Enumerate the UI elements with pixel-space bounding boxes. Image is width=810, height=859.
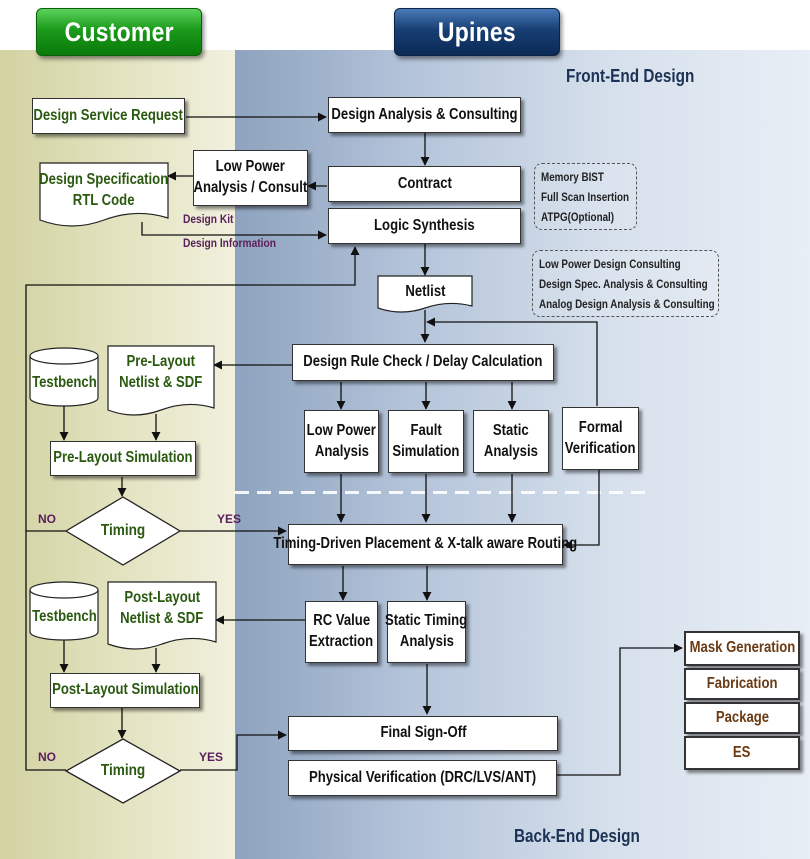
- final-signoff-box: Final Sign-Off: [288, 716, 558, 751]
- logic-synthesis-box: Logic Synthesis: [328, 208, 521, 244]
- low-power-analysis-box: Low Power Analysis: [304, 410, 379, 473]
- contract-box: Contract: [328, 166, 521, 202]
- static-timing-analysis-box: Static Timing Analysis: [385, 601, 468, 663]
- low-power-consult-box: Low Power Analysis / Consult: [193, 150, 308, 206]
- testbench-cylinder: Testbench: [31, 374, 97, 391]
- mask-generation-box: Mask Generation: [684, 631, 800, 666]
- timing-2-no-label: NO: [38, 750, 56, 764]
- physical-verification-box: Physical Verification (DRC/LVS/ANT): [288, 760, 557, 796]
- static-analysis-box: Static Analysis: [473, 410, 549, 473]
- design-kit-label: Design Kit: [183, 212, 234, 226]
- timing-1-yes-label: YES: [217, 512, 242, 526]
- front-back-separator: [235, 491, 650, 494]
- testbench-cylinder-2: Testbench: [31, 608, 97, 625]
- formal-verification-box: Formal Verification: [562, 407, 639, 470]
- pre-layout-netlist-document: Pre-Layout Netlist & SDF: [119, 353, 203, 391]
- netlist-document: Netlist: [404, 283, 446, 300]
- timing-2-yes-label: YES: [199, 750, 224, 764]
- post-layout-netlist-document: Post-Layout Netlist & SDF: [120, 589, 204, 627]
- timing-decision-1: Timing: [100, 522, 146, 539]
- customer-header: Customer: [36, 8, 202, 56]
- back-end-label: Back-End Design: [514, 826, 640, 846]
- design-service-request-box: Design Service Request: [32, 98, 185, 134]
- design-spec-document: Design Specification RTL Code: [39, 171, 169, 209]
- post-layout-simulation-box: Post-Layout Simulation: [50, 673, 200, 708]
- pre-layout-simulation-box: Pre-Layout Simulation: [50, 441, 196, 476]
- upines-header: Upines: [394, 8, 560, 56]
- consulting-note: Low Power Design Consulting Design Spec.…: [532, 250, 719, 317]
- package-box: Package: [684, 702, 800, 734]
- front-end-label: Front-End Design: [566, 66, 695, 86]
- rc-extraction-box: RC Value Extraction: [305, 601, 378, 663]
- fault-simulation-box: Fault Simulation: [388, 410, 464, 473]
- drc-delay-box: Design Rule Check / Delay Calculation: [292, 344, 554, 381]
- es-box: ES: [684, 736, 800, 770]
- placement-routing-box: Timing-Driven Placement & X-talk aware R…: [274, 524, 577, 565]
- timing-1-no-label: NO: [38, 512, 56, 526]
- fabrication-box: Fabrication: [684, 668, 800, 700]
- dft-note: Memory BIST Full Scan Insertion ATPG(Opt…: [534, 163, 637, 230]
- design-information-label: Design Information: [183, 236, 276, 250]
- design-analysis-box: Design Analysis & Consulting: [328, 97, 521, 133]
- timing-decision-2: Timing: [100, 762, 146, 779]
